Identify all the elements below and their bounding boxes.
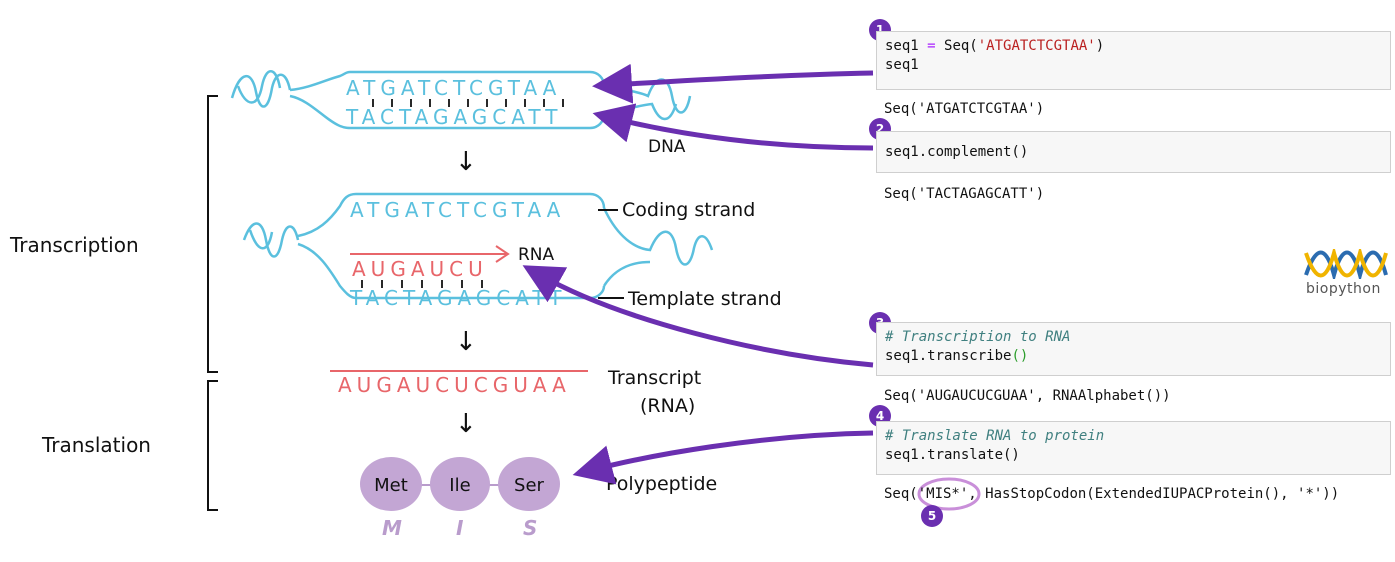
cell1-var: seq1: [885, 38, 919, 54]
coding-strand-seq: ATGATCTCGTAA: [350, 198, 565, 222]
cell1-str: 'ATGATCTCGTAA': [977, 38, 1096, 54]
amino-acid-met: [360, 457, 422, 511]
translation-label: Translation: [41, 433, 151, 457]
biopython-logo-icon: [1304, 249, 1388, 279]
polypeptide: Met Ile Ser M I S: [360, 457, 560, 540]
output-cell-2: Seq('TACTAGAGCATT'): [884, 186, 1045, 202]
translation-bracket: [207, 380, 218, 511]
output-cell-4: Seq('MIS*', HasStopCodon(ExtendedIUPACPr…: [876, 485, 1347, 504]
dna-top-strand: ATGATCTCGTAA: [346, 76, 561, 100]
output-cell-3: Seq('AUGAUCUCGUAA', RNAAlphabet()): [884, 388, 1171, 404]
biopython-logo-text: biopython: [1306, 281, 1381, 297]
rna-label: RNA: [518, 245, 555, 265]
rna-direction-head: [495, 245, 510, 263]
transcription-label: Transcription: [9, 233, 139, 257]
cell1-op: =: [918, 38, 945, 54]
cell1-end: ): [1095, 38, 1105, 54]
transcript-label: Transcript: [607, 367, 701, 389]
dna-label: DNA: [648, 137, 686, 157]
coding-strand-label: Coding strand: [622, 199, 755, 221]
code-cell-2[interactable]: seq1.complement(): [876, 131, 1391, 173]
down-arrow-3: ↓: [455, 409, 477, 439]
amino-acid-met-letter: M: [382, 516, 402, 540]
cell4-out-pre: Seq(: [884, 486, 918, 502]
cell1-line2: seq1: [885, 57, 919, 73]
cell4-line2: seq1.translate(): [885, 447, 1020, 463]
transcription-translation-diagram: Transcription Translation ATGATCTCGTAA T…: [9, 70, 782, 540]
amino-acid-ser-label: Ser: [514, 475, 545, 496]
cell1-fn: Seq(: [944, 38, 978, 54]
transcription-bubble: [242, 192, 714, 300]
rna-base-pair-ticks: [361, 280, 483, 288]
code-cell-3[interactable]: # Transcription to RNA seq1.transcribe(): [876, 322, 1391, 376]
cell3-comment: # Transcription to RNA: [885, 329, 1071, 345]
polypeptide-label: Polypeptide: [606, 473, 717, 495]
step-badge-5: 5: [921, 505, 943, 527]
cell3-call: seq1.transcribe: [885, 348, 1012, 364]
transcript-label-sub: (RNA): [640, 395, 695, 417]
template-strand-seq: TACTAGAGCATT: [349, 286, 566, 310]
dna-base-pair-ticks: [372, 99, 564, 107]
code-cell-4[interactable]: # Translate RNA to protein seq1.translat…: [876, 421, 1391, 475]
cell4-out-mis: 'MIS*': [917, 486, 969, 502]
amino-acid-ser-letter: S: [523, 516, 537, 540]
template-strand-label: Template strand: [627, 288, 782, 310]
amino-acid-ile-letter: I: [456, 516, 464, 540]
down-arrow-2: ↓: [455, 327, 477, 357]
code-cell-1[interactable]: seq1 = Seq('ATGATCTCGTAA') seq1: [876, 31, 1391, 90]
down-arrow-1: ↓: [455, 147, 477, 177]
amino-acid-met-label: Met: [374, 475, 408, 496]
rna-partial-seq: AUGAUCU: [352, 257, 488, 281]
amino-acid-ser: [498, 457, 560, 511]
transcription-bracket: [207, 95, 218, 373]
cell4-out-post: , HasStopCodon(ExtendedIUPACProtein(), '…: [968, 486, 1340, 502]
cell3-paren: (): [1011, 348, 1029, 364]
cell2-line1: seq1.complement(): [885, 144, 1029, 160]
transcript-seq: AUGAUCUCGUAA: [338, 373, 571, 397]
output-cell-1: Seq('ATGATCTCGTAA'): [884, 101, 1045, 117]
dna-bottom-strand: TACTAGAGCATT: [345, 105, 562, 129]
amino-acid-ile: [430, 457, 490, 511]
amino-acid-ile-label: Ile: [449, 475, 470, 496]
cell4-comment: # Translate RNA to protein: [885, 428, 1105, 444]
